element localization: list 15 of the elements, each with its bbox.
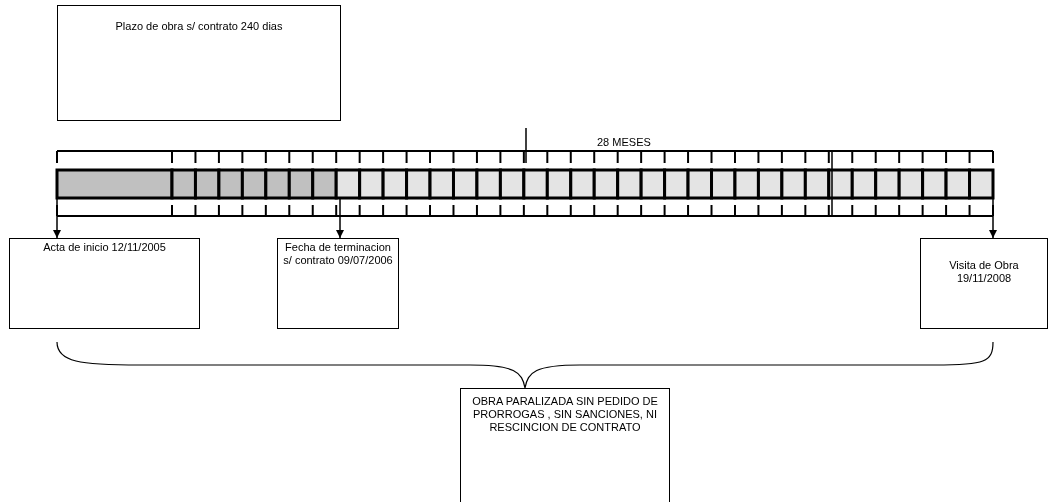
text-box (9, 238, 200, 329)
text-box (277, 238, 399, 329)
text-box (57, 5, 341, 121)
text-box (460, 388, 670, 502)
box-text: Acta de inicio 12/11/2005 (43, 241, 166, 254)
arrow (336, 197, 344, 239)
box-text: Visita de Obra 19/11/2008 (948, 259, 1020, 285)
box-text: Plazo de obra s/ contrato 240 dias (115, 20, 283, 33)
text-box (920, 238, 1048, 329)
arrow (53, 197, 61, 239)
duration-label: 28 MESES (597, 136, 651, 148)
timeline-bar (55, 168, 995, 200)
box-text: Fecha de terminacion s/ contrato 09/07/2006 (282, 241, 394, 267)
box-text: OBRA PARALIZADA SIN PEDIDO DE PRORROGAS , SIN SANCIONES, NI RESCINCION DE CONTRATO (471, 395, 659, 434)
arrow (989, 197, 997, 239)
